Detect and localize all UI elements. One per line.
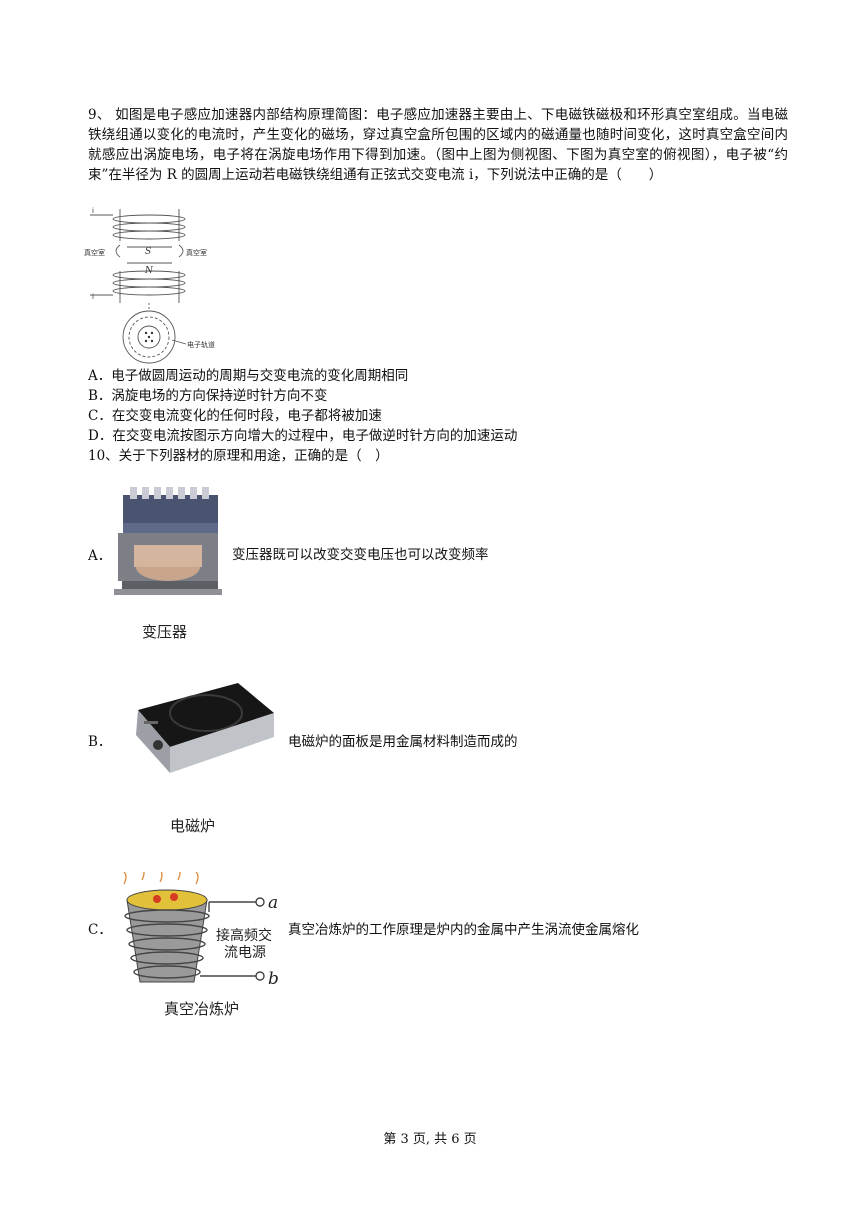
question-10-stem: 10、关于下列器材的原理和用途，正确的是（ ） xyxy=(88,448,389,464)
question-10-option-a-letter[interactable]: A． xyxy=(88,548,112,564)
question-10-option-b-text[interactable]: 电磁炉的面板是用金属材料制造而成的 xyxy=(288,734,518,750)
accelerator-diagram: i i 真空室 真空室 电子轨道 S N xyxy=(84,207,215,364)
terminal-b-label: b xyxy=(268,969,279,989)
power-source-label-line1: 接高频交 xyxy=(216,927,272,944)
vacuum-furnace-caption: 真空冶炼炉 xyxy=(164,1000,240,1018)
transformer-image xyxy=(114,487,222,595)
terminal-a-label: a xyxy=(268,893,278,913)
induction-cooker-image xyxy=(136,683,274,773)
question-9-option-c[interactable]: C．在交变电流变化的任何时段，电子都将被加速 xyxy=(88,408,382,424)
question-9-option-d[interactable]: D．在交变电流按图示方向增大的过程中，电子做逆时针方向的加速运动 xyxy=(88,428,518,444)
question-9-option-b[interactable]: B．涡旋电场的方向保持逆时针方向不变 xyxy=(88,388,328,404)
question-10-option-c-text[interactable]: 真空冶炼炉的工作原理是炉内的金属中产生涡流使金属熔化 xyxy=(288,922,639,938)
vacuum-furnace-image: a b 接高频交 流电源 xyxy=(123,872,279,989)
vacuum-chamber-label-left: 真空室 xyxy=(84,248,105,257)
question-9-option-a[interactable]: A．电子做圆周运动的周期与交变电流的变化周期相同 xyxy=(88,368,409,384)
question-10-option-c-letter[interactable]: C． xyxy=(88,922,112,938)
page-footer: 第 3 页, 共 6 页 xyxy=(383,1132,477,1147)
current-label-top: i xyxy=(92,207,94,215)
question-9-number: 9、 xyxy=(88,107,111,123)
induction-cooker-caption: 电磁炉 xyxy=(170,817,216,835)
transformer-caption: 变压器 xyxy=(142,623,188,641)
current-label-bottom: i xyxy=(92,293,94,301)
power-source-label-line2: 流电源 xyxy=(224,945,266,961)
pole-s-label: S xyxy=(145,247,151,257)
question-9: 9、 如图是电子感应加速器内部结构原理简图：电子感应加速器主要由上、下电磁铁磁极… xyxy=(88,105,788,185)
question-10-option-a-text[interactable]: 变压器既可以改变交变电压也可以改变频率 xyxy=(232,547,489,563)
pole-n-label: N xyxy=(144,266,154,276)
electron-orbit-label: 电子轨道 xyxy=(187,340,215,349)
question-10-option-b-letter[interactable]: B． xyxy=(88,734,112,750)
question-9-stem: 如图是电子感应加速器内部结构原理简图：电子感应加速器主要由上、下电磁铁磁极和环形… xyxy=(88,107,789,183)
vacuum-chamber-label-right: 真空室 xyxy=(186,248,207,257)
